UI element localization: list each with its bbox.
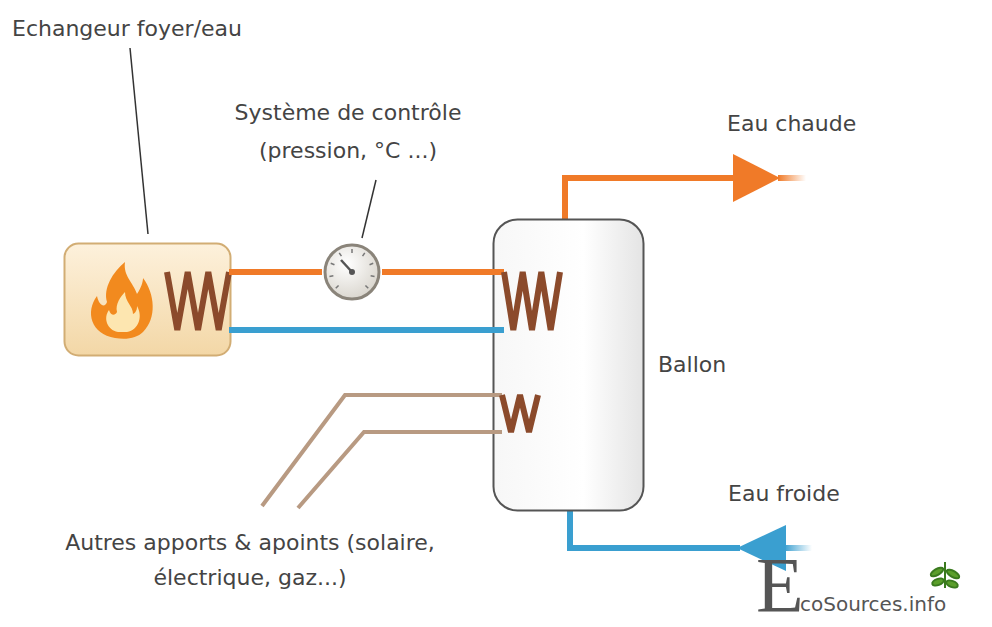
watermark: coSources.info	[800, 590, 946, 618]
return-pipe	[232, 327, 492, 333]
hot-water-label: Eau chaude	[727, 106, 856, 141]
cold-water-label: Eau froide	[728, 476, 840, 511]
fire-exchanger-shape	[63, 242, 232, 357]
leader-line	[130, 48, 148, 234]
cold-water-pipe	[570, 510, 740, 548]
logo-leaf	[929, 562, 960, 589]
auxiliary-line	[262, 395, 494, 506]
hot-water-pipe	[565, 178, 738, 220]
control-gauge: Système de contrôle (pression, °C ...)	[322, 242, 382, 302]
logo-letter: E	[756, 540, 804, 627]
storage-tank-shape	[492, 218, 645, 512]
hot-pipe	[232, 269, 322, 275]
exchanger-label: Echangeur foyer/eau	[12, 10, 242, 48]
gauge-label: Système de contrôle (pression, °C ...)	[183, 94, 513, 170]
auxiliary-line	[298, 432, 494, 508]
hot-pipe	[382, 269, 492, 275]
hot-water-tail	[778, 175, 806, 181]
fire-exchanger: Echangeur foyer/eau	[63, 242, 232, 357]
hot-water-arrow	[733, 154, 780, 202]
leader-line	[362, 180, 376, 238]
control-gauge-shape	[322, 242, 382, 302]
auxiliary-label: Autres apports & apoints (solaire, élect…	[40, 525, 460, 595]
storage-tank: Ballon	[492, 218, 645, 512]
tank-label: Ballon	[658, 346, 726, 384]
